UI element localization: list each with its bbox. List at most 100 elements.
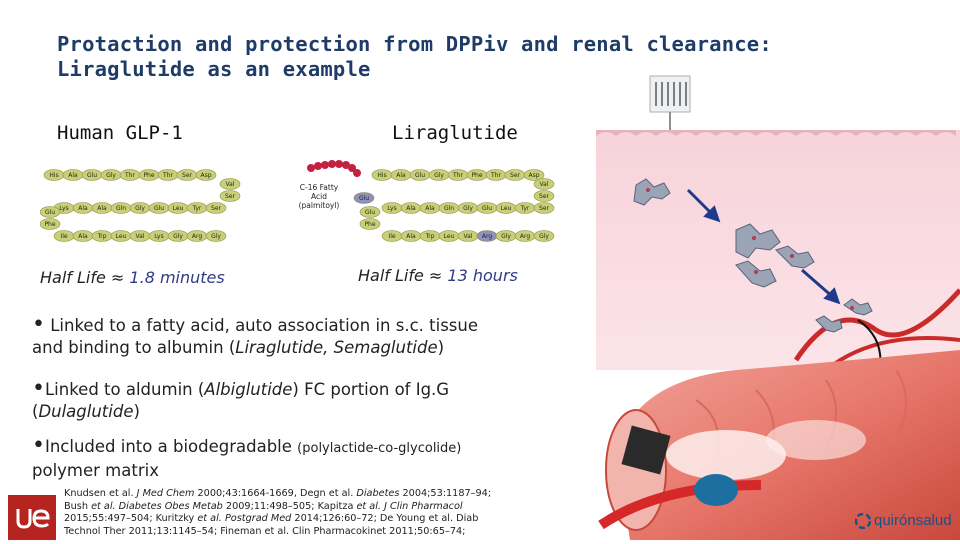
svg-text:Tyr: Tyr — [520, 205, 530, 212]
svg-text:Ser: Ser — [539, 205, 550, 212]
amino-acid-residue: Asp — [523, 169, 545, 181]
svg-text:Ala: Ala — [406, 205, 416, 212]
svg-text:Gly: Gly — [173, 233, 183, 240]
amino-acid-residue: Ala — [72, 202, 94, 214]
amino-acid-residue: Ser — [533, 202, 555, 214]
amino-acid-residue: Phe — [40, 218, 61, 230]
svg-text:Ala: Ala — [425, 205, 435, 212]
amino-acid-residue: Glu — [148, 202, 170, 214]
amino-acid-residue: Tyr — [514, 202, 536, 214]
svg-text:Gln: Gln — [444, 205, 454, 212]
svg-text:Gly: Gly — [211, 233, 221, 240]
slide-title: Protaction and protection from DPPiv and… — [57, 32, 857, 82]
amino-acid-residue: Ile — [381, 230, 403, 242]
svg-text:Lys: Lys — [154, 233, 163, 240]
svg-text:Lys: Lys — [59, 205, 68, 212]
amino-acid-residue: Glu — [476, 202, 498, 214]
svg-text:Ser: Ser — [539, 193, 550, 200]
svg-text:Arg: Arg — [482, 233, 492, 240]
svg-text:His: His — [377, 172, 386, 179]
amino-acid-residue: Thr — [485, 169, 507, 181]
amino-acid-residue: Ala — [400, 230, 422, 242]
brand-logo: quirónsalud — [855, 512, 952, 529]
amino-acid-residue: Gly — [428, 169, 450, 181]
svg-text:Leu: Leu — [501, 205, 512, 212]
liraglutide-half-life: Half Life ≈ 13 hours — [358, 266, 518, 285]
amino-acid-residue: Glu — [81, 169, 103, 181]
amino-acid-residue: Tyr — [186, 202, 208, 214]
amino-acid-residue: Glu — [40, 206, 61, 218]
fatty-acid-label: C-16 Fatty Acid (palmitoyl) — [298, 183, 340, 210]
svg-text:Val: Val — [226, 181, 235, 188]
amino-acid-residue: Ala — [72, 230, 94, 242]
amino-acid-residue: His — [43, 169, 65, 181]
amino-acid-residue: Ser — [504, 169, 526, 181]
amino-acid-residue: Arg — [186, 230, 208, 242]
amino-acid-residue: Leu — [110, 230, 132, 242]
amino-acid-residue: Lys — [148, 230, 170, 242]
amino-acid-residue: Ala — [91, 202, 113, 214]
amino-acid-residue: Gly — [533, 230, 555, 242]
svg-text:Gly: Gly — [463, 205, 473, 212]
amino-acid-residue: Thr — [157, 169, 179, 181]
svg-text:Gly: Gly — [539, 233, 549, 240]
amino-acid-residue: Ala — [400, 202, 422, 214]
svg-text:Gly: Gly — [434, 172, 444, 179]
svg-text:Ala: Ala — [97, 205, 107, 212]
svg-text:Ser: Ser — [510, 172, 521, 179]
amino-acid-residue: Gly — [495, 230, 517, 242]
svg-text:Ile: Ile — [60, 233, 67, 240]
amino-acid-residue: Val — [457, 230, 479, 242]
amino-acid-residue: Ser — [219, 190, 241, 202]
amino-acid-residue: Leu — [167, 202, 189, 214]
amino-acid-residue: His — [371, 169, 393, 181]
svg-text:Phe: Phe — [471, 172, 482, 179]
amino-acid-residue: Ser — [205, 202, 227, 214]
svg-text:Asp: Asp — [200, 172, 211, 179]
svg-text:Thr: Thr — [490, 172, 501, 179]
amino-acid-residue: Thr — [447, 169, 469, 181]
svg-text:His: His — [49, 172, 58, 179]
svg-text:Thr: Thr — [124, 172, 135, 179]
amino-acid-residue: Thr — [119, 169, 141, 181]
svg-text:Phe: Phe — [143, 172, 154, 179]
bullet-polymer: •Included into a biodegradable (polylact… — [32, 433, 462, 481]
amino-acid-residue: Gly — [100, 169, 122, 181]
svg-text:Ser: Ser — [211, 205, 222, 212]
svg-text:Tyr: Tyr — [192, 205, 202, 212]
amino-acid-residue: Val — [219, 178, 241, 190]
svg-text:Val: Val — [464, 233, 473, 240]
svg-text:Glu: Glu — [365, 209, 375, 216]
svg-text:Ala: Ala — [78, 233, 88, 240]
bullet-fatty-acid: • Linked to a fatty acid, auto associati… — [32, 312, 479, 358]
svg-text:Gln: Gln — [116, 205, 126, 212]
svg-text:Thr: Thr — [452, 172, 463, 179]
svg-text:Trp: Trp — [96, 233, 106, 240]
svg-text:Ser: Ser — [225, 193, 236, 200]
amino-acid-residue: Ala — [62, 169, 84, 181]
amino-acid-residue: Gly — [129, 202, 151, 214]
amino-acid-residue: Val — [533, 178, 555, 190]
amino-acid-residue: Ser — [533, 190, 555, 202]
amino-acid-residue: Lys — [381, 202, 403, 214]
references: Knudsen et al. J Med Chem 2000;43:1664-1… — [64, 488, 492, 537]
svg-text:Phe: Phe — [364, 221, 375, 228]
svg-text:Ser: Ser — [182, 172, 193, 179]
amino-acid-residue: Ile — [53, 230, 75, 242]
liraglutide-label: Liraglutide — [392, 122, 518, 144]
svg-text:Phe: Phe — [44, 221, 55, 228]
amino-acid-residue: Trp — [91, 230, 113, 242]
svg-text:Glu: Glu — [154, 205, 164, 212]
svg-text:Lys: Lys — [387, 205, 396, 212]
amino-acid-residue: Gln — [110, 202, 132, 214]
amino-acid-residue: Phe — [359, 218, 381, 230]
svg-text:Leu: Leu — [444, 233, 455, 240]
amino-acid-residue: Phe — [138, 169, 160, 181]
svg-text:Glu: Glu — [87, 172, 97, 179]
svg-text:Ile: Ile — [388, 233, 395, 240]
svg-text:Ala: Ala — [396, 172, 406, 179]
svg-text:Leu: Leu — [173, 205, 184, 212]
amino-acid-residue: Ser — [176, 169, 198, 181]
title-line-1: Protaction and protection from DPPiv and… — [57, 32, 772, 56]
amino-acid-residue: Ala — [419, 202, 441, 214]
